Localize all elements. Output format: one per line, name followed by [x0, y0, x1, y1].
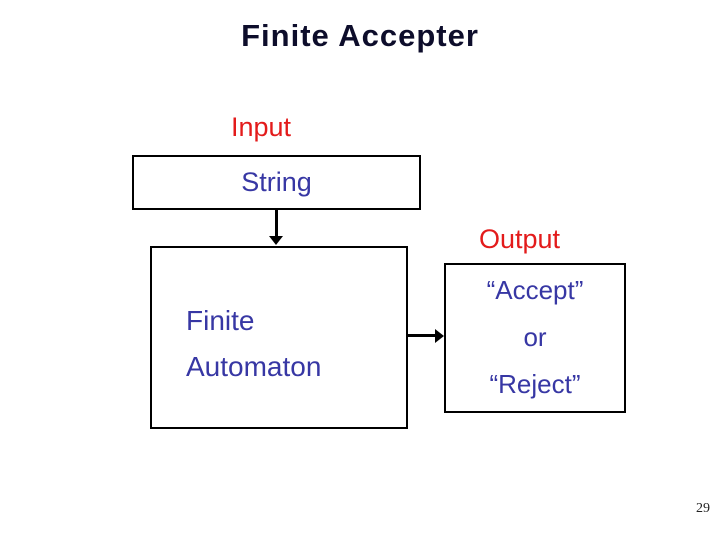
page-number: 29	[696, 501, 710, 516]
right-arrow-head-icon	[435, 329, 444, 343]
output-accept-label: “Accept”	[486, 275, 584, 305]
input-string-label: String	[241, 167, 312, 197]
down-arrow-head-icon	[269, 236, 283, 245]
right-arrow-line	[408, 334, 436, 337]
finite-automaton-box: Finite Automaton	[150, 246, 408, 429]
output-result-box: “Accept” or “Reject”	[444, 263, 626, 413]
slide-title: Finite Accepter	[241, 18, 479, 53]
output-or-label: or	[523, 322, 547, 352]
output-label: Output	[479, 224, 561, 254]
input-string-box: String	[132, 155, 421, 210]
finite-automaton-label-line2: Automaton	[186, 351, 322, 382]
output-reject-label: “Reject”	[489, 369, 581, 399]
input-label: Input	[231, 112, 292, 142]
down-arrow-line	[275, 210, 278, 237]
finite-automaton-label-line1: Finite	[186, 305, 255, 336]
